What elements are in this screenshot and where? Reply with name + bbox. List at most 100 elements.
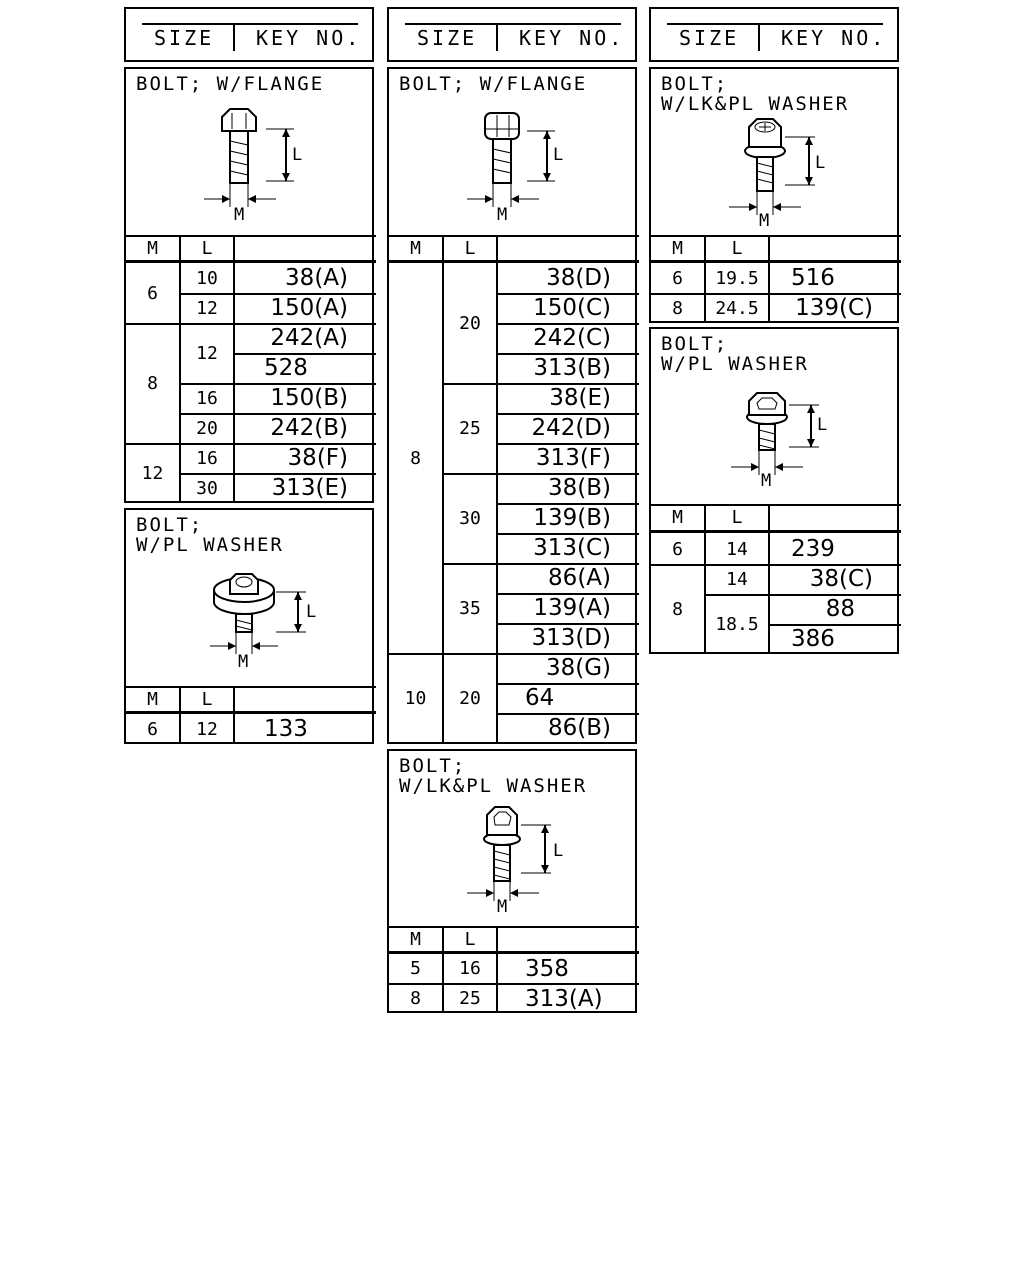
panel-title-line1: BOLT; <box>661 333 729 355</box>
cell-m: 5 <box>410 958 421 979</box>
panel-bolt-lk-pl-washer-col2: BOLT; W/LK&PL WASHER L M M L 5 16 358 8 … <box>387 749 639 1013</box>
key-no-label: KEY NO. <box>781 26 887 50</box>
cell-m: 8 <box>410 447 421 469</box>
cell-key-no: 38(C) <box>809 566 873 592</box>
cell-m: 6 <box>672 267 683 289</box>
cell-key-no: 242(D) <box>531 415 611 441</box>
size-header-2: SIZE KEY NO. <box>387 7 637 62</box>
cell-l: 18.5 <box>715 613 759 635</box>
cell-l: 20 <box>196 417 218 439</box>
cell-key-no: 139(A) <box>533 595 611 621</box>
cell-l: 30 <box>196 477 218 499</box>
dim-l-label: L <box>815 153 826 173</box>
col-header-l: L <box>464 928 476 950</box>
dim-l-label: L <box>553 145 564 165</box>
cell-l: 12 <box>196 718 218 740</box>
cell-key-no: 358 <box>525 955 569 982</box>
panel-title: BOLT; W/FLANGE <box>136 73 325 95</box>
size-label: SIZE <box>417 26 478 50</box>
col-header-l: L <box>731 237 743 259</box>
cell-key-no: 150(B) <box>270 385 348 411</box>
panel-bolt-pl-washer-col1: BOLT; W/PL WASHER L M M L 6 12 133 <box>124 508 376 744</box>
panel-bolt-flange-col1: BOLT; W/FLANGE L M M L 6 8 12 10 12 12 1… <box>124 67 376 503</box>
bolt-lk-pl-washer-icon <box>467 806 551 901</box>
bolt-flange-icon <box>467 112 555 207</box>
cell-l: 20 <box>459 312 481 334</box>
cell-key-no: 38(A) <box>285 265 348 291</box>
dim-m-label: M <box>497 205 508 225</box>
panel-title-line1: BOLT; <box>661 73 729 95</box>
cell-m: 6 <box>147 718 158 740</box>
cell-key-no: 239 <box>791 536 835 562</box>
cell-key-no: 88 <box>825 596 855 622</box>
cell-m: 8 <box>410 988 421 1009</box>
col-header-m: M <box>147 688 158 710</box>
cell-key-no: 150(A) <box>270 295 348 321</box>
cell-m: 6 <box>147 282 158 304</box>
cell-m: 12 <box>141 462 164 484</box>
cell-key-no: 313(F) <box>535 445 611 471</box>
cell-l: 14 <box>726 538 748 560</box>
panel-title-line2: W/LK&PL WASHER <box>399 775 588 797</box>
cell-key-no: 86(A) <box>548 565 611 591</box>
panel-bolt-flange-col2: BOLT; W/FLANGE L M M L 8 10 20 25 30 35 … <box>387 67 639 744</box>
col-header-m: M <box>672 237 683 259</box>
cell-m: 6 <box>672 538 683 560</box>
cell-l: 12 <box>196 297 218 319</box>
cell-key-no: 86(B) <box>548 715 611 741</box>
dim-m-label: M <box>759 211 770 231</box>
cell-key-no: 38(E) <box>549 385 611 411</box>
cell-m: 8 <box>147 372 158 394</box>
cell-key-no: 528 <box>264 355 308 381</box>
panel-title-line1: BOLT; <box>136 514 204 536</box>
cell-l: 25 <box>459 417 481 439</box>
col-header-m: M <box>410 237 421 259</box>
dim-m-label: M <box>761 471 772 491</box>
dim-l-label: L <box>817 415 828 435</box>
panel-bolt-lk-pl-washer-col3: BOLT; W/LK&PL WASHER L M M L 6 19.5 516 … <box>649 67 901 323</box>
cell-l: 25 <box>459 988 481 1009</box>
cell-l: 16 <box>196 447 218 469</box>
cell-key-no: 38(B) <box>548 475 611 501</box>
col-header-l: L <box>464 237 476 259</box>
cell-m: 10 <box>404 687 427 709</box>
bolt-flange-icon <box>204 108 294 207</box>
col-header-m: M <box>147 237 158 259</box>
panel-title-line2: W/PL WASHER <box>661 353 809 375</box>
col-header-m: M <box>672 506 683 528</box>
dim-m-label: M <box>238 652 249 672</box>
bolt-pl-washer-icon <box>731 392 819 475</box>
cell-key-no: 242(A) <box>270 325 348 351</box>
col-header-m: M <box>410 928 421 950</box>
cell-l: 30 <box>459 507 481 529</box>
col-header-l: L <box>731 506 743 528</box>
size-header-3: SIZE KEY NO. <box>649 7 899 62</box>
cell-l: 20 <box>459 687 481 709</box>
bolt-lk-pl-washer-icon <box>729 118 815 215</box>
panel-title-line1: BOLT; <box>399 755 467 777</box>
cell-key-no: 313(A) <box>525 985 603 1012</box>
dim-l-label: L <box>553 841 564 861</box>
cell-key-no: 313(E) <box>271 475 348 501</box>
cell-key-no: 38(F) <box>287 445 348 471</box>
cell-key-no: 386 <box>791 626 835 652</box>
cell-key-no: 139(C) <box>795 295 873 321</box>
panel-bolt-pl-washer-col3: BOLT; W/PL WASHER L M M L 6 14 239 8 14 … <box>649 327 901 654</box>
cell-l: 14 <box>726 568 748 590</box>
cell-key-no: 313(B) <box>533 355 611 381</box>
cell-l: 19.5 <box>715 267 759 289</box>
cell-l: 16 <box>196 387 218 409</box>
key-no-label: KEY NO. <box>256 26 362 50</box>
panel-title-line2: W/PL WASHER <box>136 534 284 556</box>
cell-key-no: 133 <box>264 716 308 742</box>
cell-key-no: 313(C) <box>533 535 611 561</box>
key-no-label: KEY NO. <box>519 26 625 50</box>
cell-key-no: 516 <box>791 265 835 291</box>
cell-l: 16 <box>459 958 481 979</box>
cell-key-no: 64 <box>525 685 555 711</box>
dim-m-label: M <box>234 205 245 225</box>
cell-l: 35 <box>459 597 481 619</box>
cell-m: 8 <box>672 598 683 620</box>
col-header-l: L <box>201 237 213 259</box>
cell-key-no: 242(C) <box>533 325 611 351</box>
